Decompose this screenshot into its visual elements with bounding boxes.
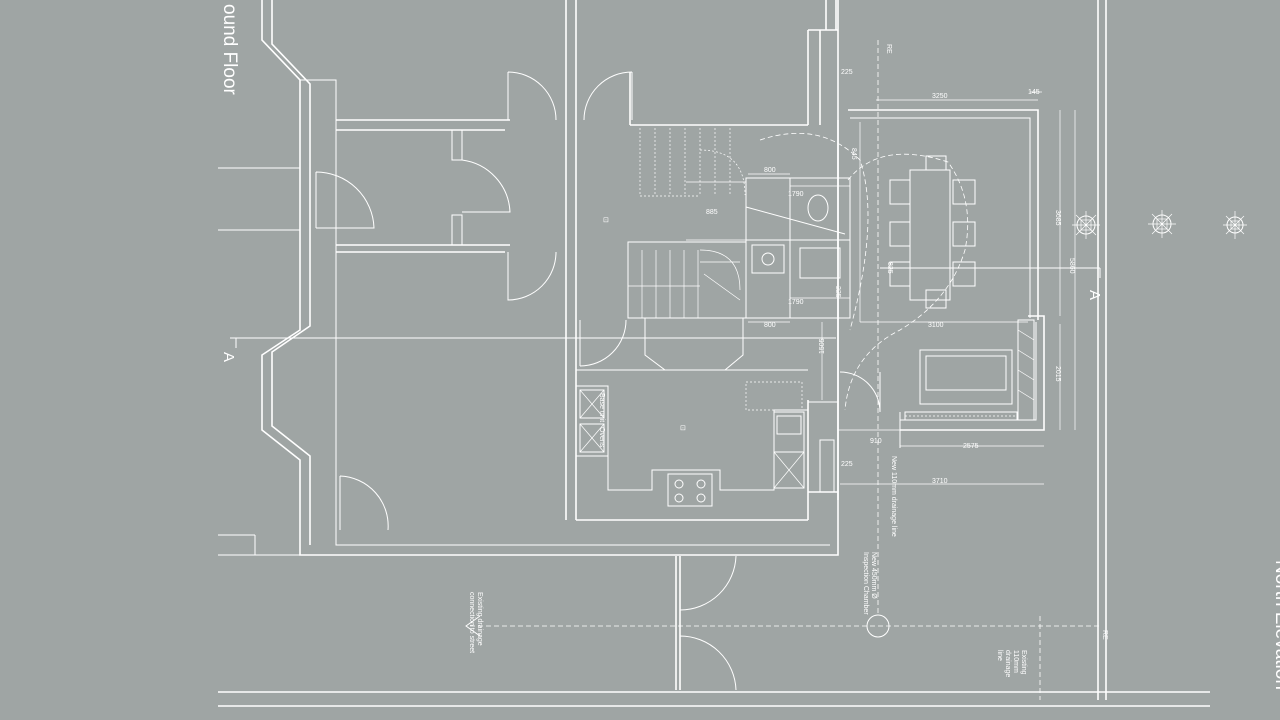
dimension-lines — [748, 91, 1076, 485]
inspection-chamber-note-1: New 450mm Ø — [870, 552, 877, 599]
existing-drainage-note-2: connection to street — [468, 592, 475, 653]
dim-845: 845 — [850, 148, 857, 160]
base-unit-label: Base unit — [598, 393, 605, 422]
existing-110-note-3: drainage — [1004, 650, 1011, 677]
dim-3100: 3100 — [928, 322, 944, 329]
site-boundary — [218, 0, 1210, 707]
section-marker-left: A — [220, 352, 237, 362]
dim-5860: 5860 — [1068, 258, 1075, 274]
dim-2575: 2575 — [963, 443, 979, 450]
existing-110-note-4: line — [996, 650, 1003, 661]
dim-885: 885 — [706, 209, 718, 216]
extension — [759, 109, 1045, 500]
dim-3710: 3710 — [932, 478, 948, 485]
interior-walls — [336, 0, 838, 520]
dim-3685: 3685 — [1054, 210, 1061, 226]
dim-800-top: 800 — [764, 167, 776, 174]
dim-910: 910 — [870, 438, 882, 445]
ovens-label: Ovens — [598, 427, 605, 448]
existing-110-note-2: 110mm — [1012, 650, 1019, 673]
kitchen: Base unit Ovens ⊡ ⊡ — [575, 217, 809, 521]
dim-225-top: 225 — [841, 69, 853, 76]
re-bottom-label: RE — [1101, 630, 1108, 640]
dim-1505: 1505 — [819, 338, 826, 354]
dim-2015: 2015 — [1054, 366, 1061, 382]
north-elevation-title: North Elevation — [1271, 560, 1280, 690]
dimension-labels: 225 3250 145 3685 5860 800 1790 885 1790… — [706, 69, 1075, 485]
dim-800-bottom: 800 — [764, 322, 776, 329]
plant-icon — [1223, 211, 1247, 239]
dim-145: 145 — [1028, 89, 1040, 96]
existing-drainage-note-1: Existing drainage — [476, 592, 483, 646]
section-marker-right: A — [1086, 290, 1103, 300]
dim-225-bottom: 225 — [841, 461, 853, 468]
existing-110-note-1: Existing — [1020, 650, 1027, 675]
plant-symbols — [1072, 210, 1247, 239]
plant-icon — [1072, 211, 1100, 239]
existing-house-outline — [218, 0, 839, 556]
re-top-label: RE — [885, 44, 892, 54]
dim-3250: 3250 — [932, 93, 948, 100]
drainage: RE RE Existing drainage connection to st… — [465, 40, 1108, 700]
wc-block — [686, 177, 851, 319]
plant-icon — [1148, 210, 1176, 238]
inspection-chamber-note-2: Inspection Chamber — [862, 552, 869, 615]
dim-1790-top: 1790 — [788, 191, 804, 198]
ground-floor-title: ound Floor — [219, 4, 240, 96]
socket-symbol-hall: ⊡ — [603, 217, 609, 224]
new-drainage-line-note: New 110mm drainage line — [890, 456, 897, 537]
staircase — [627, 128, 747, 371]
doors — [315, 71, 881, 691]
socket-symbol-kitchen: ⊡ — [680, 425, 686, 432]
section-line-a: A A — [220, 267, 1103, 362]
dim-225-side: 225 — [834, 286, 841, 298]
dim-1790-bottom: 1790 — [788, 299, 804, 306]
